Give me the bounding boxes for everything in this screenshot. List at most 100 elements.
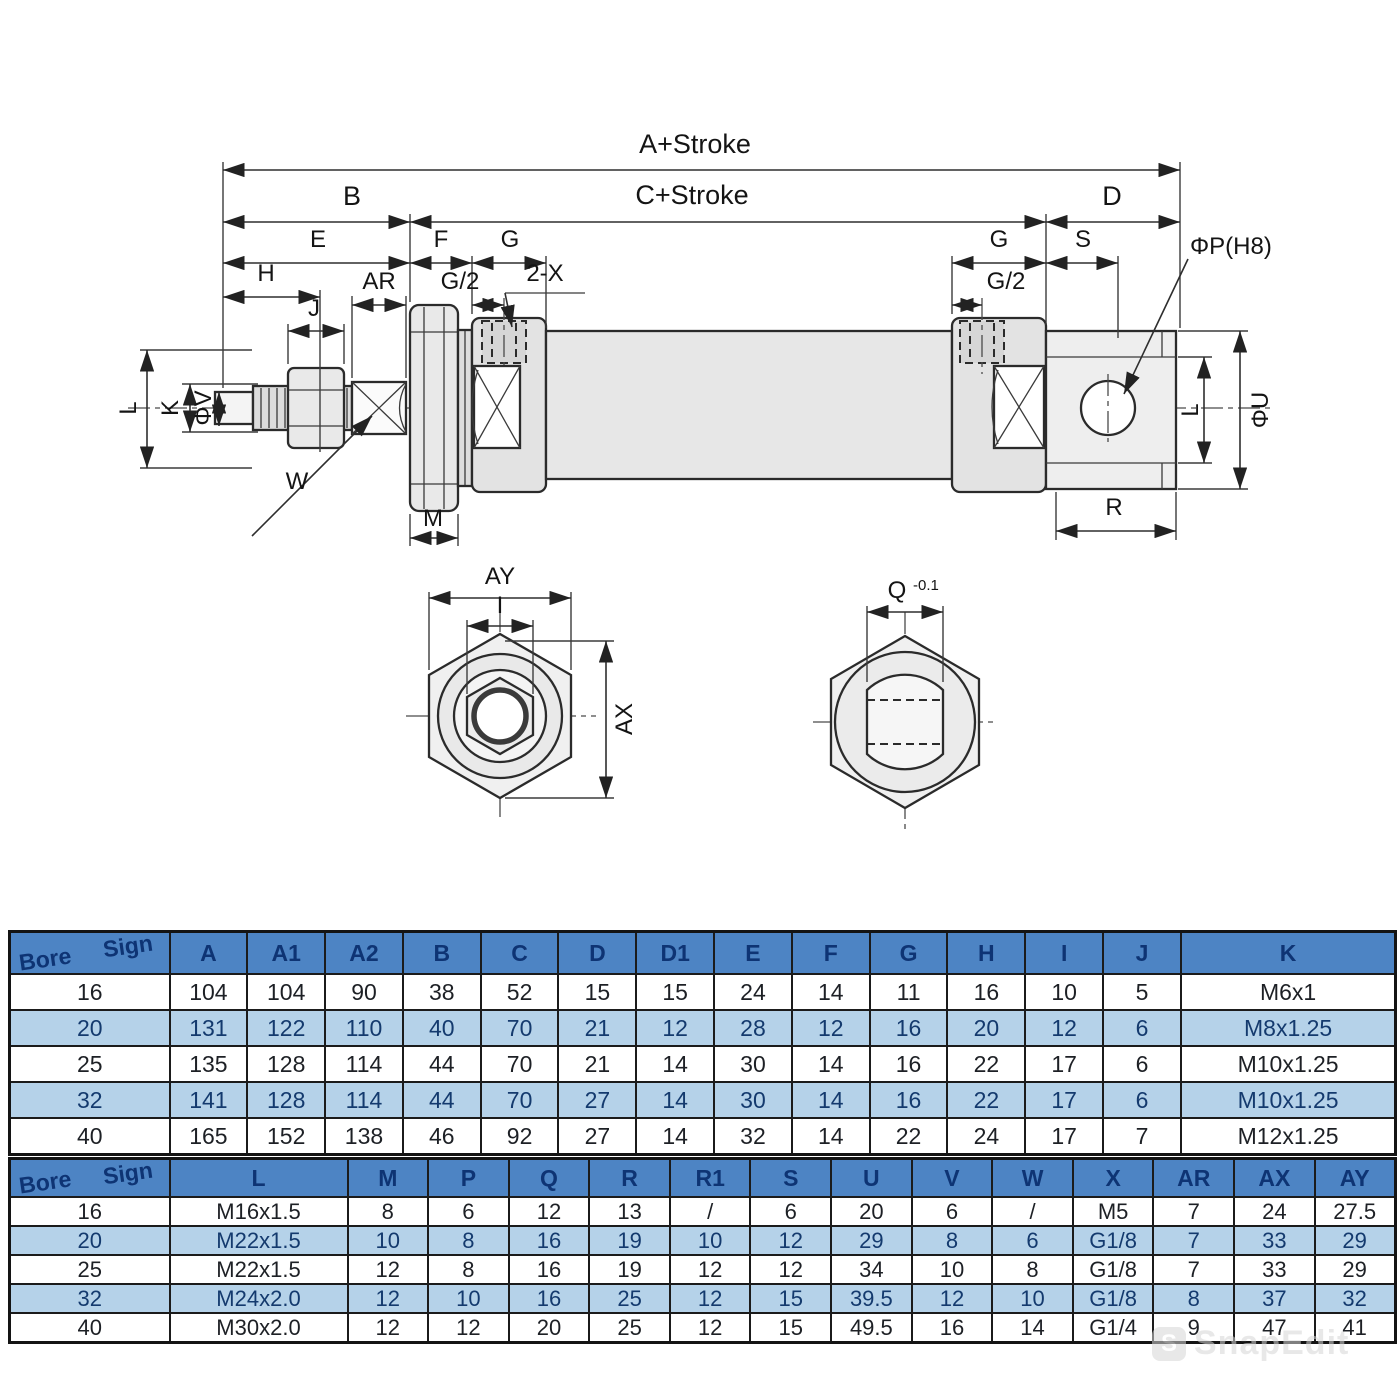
mounting-nut bbox=[408, 303, 474, 513]
value-cell: 22 bbox=[946, 1045, 1027, 1083]
value-cell: 6 bbox=[749, 1196, 833, 1227]
column-header-h: H bbox=[946, 930, 1027, 975]
column-header-e: E bbox=[713, 930, 793, 975]
value-cell: 6 bbox=[427, 1196, 510, 1227]
value-cell: 40 bbox=[401, 1009, 482, 1047]
value-cell: 14 bbox=[991, 1312, 1074, 1344]
value-cell: 32 bbox=[713, 1117, 793, 1156]
value-cell: 44 bbox=[401, 1081, 482, 1119]
value-cell: 8 bbox=[346, 1196, 430, 1227]
column-header-v: V bbox=[910, 1157, 994, 1198]
value-cell: 12 bbox=[1024, 1009, 1105, 1047]
bore-cell: 20 bbox=[8, 1225, 171, 1256]
dim-ax: AX bbox=[611, 703, 638, 735]
dim-s: S bbox=[1075, 226, 1091, 253]
dim-b: B bbox=[343, 181, 361, 211]
value-cell: 152 bbox=[246, 1117, 327, 1156]
value-cell: 33 bbox=[1233, 1254, 1316, 1285]
dim-2x: 2-X bbox=[526, 260, 563, 287]
value-cell: 29 bbox=[1313, 1225, 1397, 1256]
column-header-i: I bbox=[1024, 930, 1105, 975]
value-cell: G1/4 bbox=[1071, 1312, 1155, 1344]
value-cell: 16 bbox=[868, 1081, 949, 1119]
value-cell: 92 bbox=[479, 1117, 560, 1156]
column-header-g: G bbox=[868, 930, 949, 975]
value-cell: 104 bbox=[246, 973, 327, 1011]
column-header-d1: D1 bbox=[635, 930, 716, 975]
value-cell: 27 bbox=[557, 1081, 638, 1119]
value-cell: 12 bbox=[346, 1254, 430, 1285]
value-cell: M30x2.0 bbox=[168, 1312, 349, 1344]
value-cell: 16 bbox=[946, 973, 1027, 1011]
value-cell: 16 bbox=[868, 1045, 949, 1083]
value-cell: 14 bbox=[790, 1117, 871, 1156]
value-cell: 25 bbox=[588, 1283, 671, 1314]
value-cell: 10 bbox=[346, 1225, 430, 1256]
dim-g2-front: G/2 bbox=[441, 268, 480, 295]
value-cell: 6 bbox=[1102, 1009, 1182, 1047]
column-header-u: U bbox=[830, 1157, 913, 1198]
value-cell: 30 bbox=[713, 1045, 793, 1083]
value-cell: 32 bbox=[1313, 1283, 1397, 1314]
dim-phi-v: ΦV bbox=[190, 390, 217, 425]
dim-j: J bbox=[308, 295, 320, 322]
value-cell: 14 bbox=[790, 973, 871, 1011]
value-cell: 25 bbox=[588, 1312, 671, 1344]
column-header-a2: A2 bbox=[324, 930, 404, 975]
value-cell: M24x2.0 bbox=[168, 1283, 349, 1314]
value-cell: 114 bbox=[324, 1045, 404, 1083]
bore-cell: 40 bbox=[8, 1117, 171, 1156]
value-cell: / bbox=[668, 1196, 752, 1227]
value-cell: 6 bbox=[1102, 1045, 1182, 1083]
watermark-logo: S bbox=[1152, 1326, 1186, 1361]
value-cell: 12 bbox=[749, 1254, 833, 1285]
value-cell: 5 bbox=[1102, 973, 1182, 1011]
value-cell: 12 bbox=[346, 1283, 430, 1314]
column-header-w: W bbox=[991, 1157, 1074, 1198]
dim-l-left: L bbox=[115, 401, 142, 414]
column-header-p: P bbox=[427, 1157, 510, 1198]
leader-2x bbox=[500, 292, 515, 328]
value-cell: 138 bbox=[324, 1117, 404, 1156]
value-cell: 44 bbox=[401, 1045, 482, 1083]
dim-d: D bbox=[1102, 181, 1122, 211]
value-cell: 12 bbox=[507, 1196, 591, 1227]
value-cell: G1/8 bbox=[1071, 1283, 1155, 1314]
column-header-f: F bbox=[790, 930, 871, 975]
column-header-ay: AY bbox=[1313, 1157, 1397, 1198]
value-cell: 131 bbox=[168, 1009, 249, 1047]
value-cell: 14 bbox=[635, 1117, 716, 1156]
bore-cell: 25 bbox=[8, 1254, 171, 1285]
dim-g-rear: G bbox=[990, 226, 1009, 253]
value-cell: M12x1.25 bbox=[1179, 1117, 1397, 1156]
value-cell: 27 bbox=[557, 1117, 638, 1156]
value-cell: 16 bbox=[910, 1312, 994, 1344]
value-cell: 70 bbox=[479, 1045, 560, 1083]
dimensions: A+Stroke B C+Stroke D E F G G S H AR G/2… bbox=[115, 129, 1274, 546]
value-cell: 13 bbox=[588, 1196, 671, 1227]
value-cell: 30 bbox=[713, 1081, 793, 1119]
value-cell: 52 bbox=[479, 973, 560, 1011]
bore-cell: 40 bbox=[8, 1312, 171, 1344]
column-header-q: Q bbox=[507, 1157, 591, 1198]
watermark: S SnapEdit bbox=[1152, 1324, 1349, 1363]
hex-socket bbox=[865, 673, 945, 771]
value-cell: 14 bbox=[635, 1045, 716, 1083]
value-cell: 12 bbox=[635, 1009, 716, 1047]
value-cell: 114 bbox=[324, 1081, 404, 1119]
column-header-l: L bbox=[168, 1157, 349, 1198]
value-cell: 17 bbox=[1024, 1117, 1105, 1156]
value-cell: 12 bbox=[668, 1254, 752, 1285]
column-header-ar: AR bbox=[1152, 1157, 1236, 1198]
value-cell: 8 bbox=[1152, 1283, 1236, 1314]
value-cell: 8 bbox=[427, 1254, 510, 1285]
dim-e: E bbox=[310, 226, 326, 253]
dim-i: I bbox=[497, 592, 504, 619]
value-cell: / bbox=[991, 1196, 1074, 1227]
value-cell: 128 bbox=[246, 1081, 327, 1119]
leader-phi-p bbox=[1123, 258, 1189, 395]
